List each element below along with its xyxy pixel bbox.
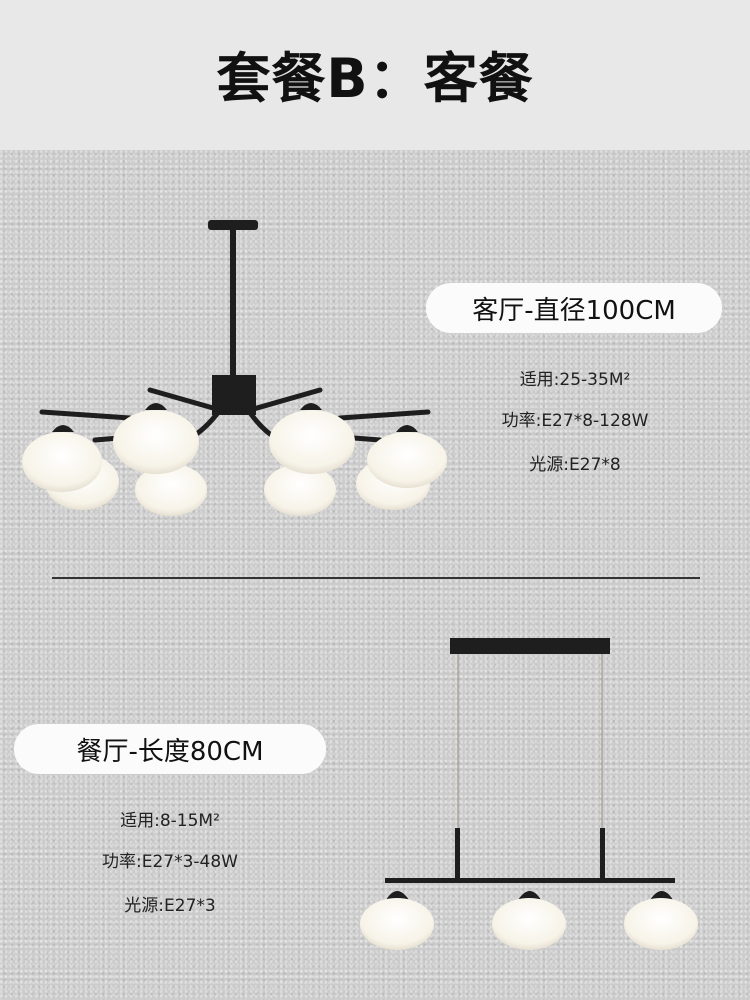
living-room-spec-source: 光源:E27*8	[529, 455, 621, 475]
header-band: 套餐B：客餐	[0, 0, 750, 150]
living-room-spec-power: 功率:E27*8-128W	[501, 411, 649, 431]
dining-room-spec-area: 适用:8-15M²	[120, 811, 220, 831]
page-title: 套餐B：客餐	[216, 47, 534, 110]
dining-room-label-text: 餐厅-长度80CM	[76, 736, 264, 767]
linear-pendant-icon	[360, 638, 698, 950]
dining-room-label: 餐厅-长度80CM	[14, 724, 326, 774]
living-room-label-text: 客厅-直径100CM	[472, 295, 676, 326]
living-room-spec-area: 适用:25-35M²	[519, 370, 631, 390]
dining-room-spec-source: 光源:E27*3	[124, 896, 216, 916]
dining-room-spec-power: 功率:E27*3-48W	[102, 852, 238, 872]
living-room-label: 客厅-直径100CM	[426, 283, 722, 333]
section-divider	[52, 577, 700, 579]
chandelier-icon	[22, 220, 447, 516]
